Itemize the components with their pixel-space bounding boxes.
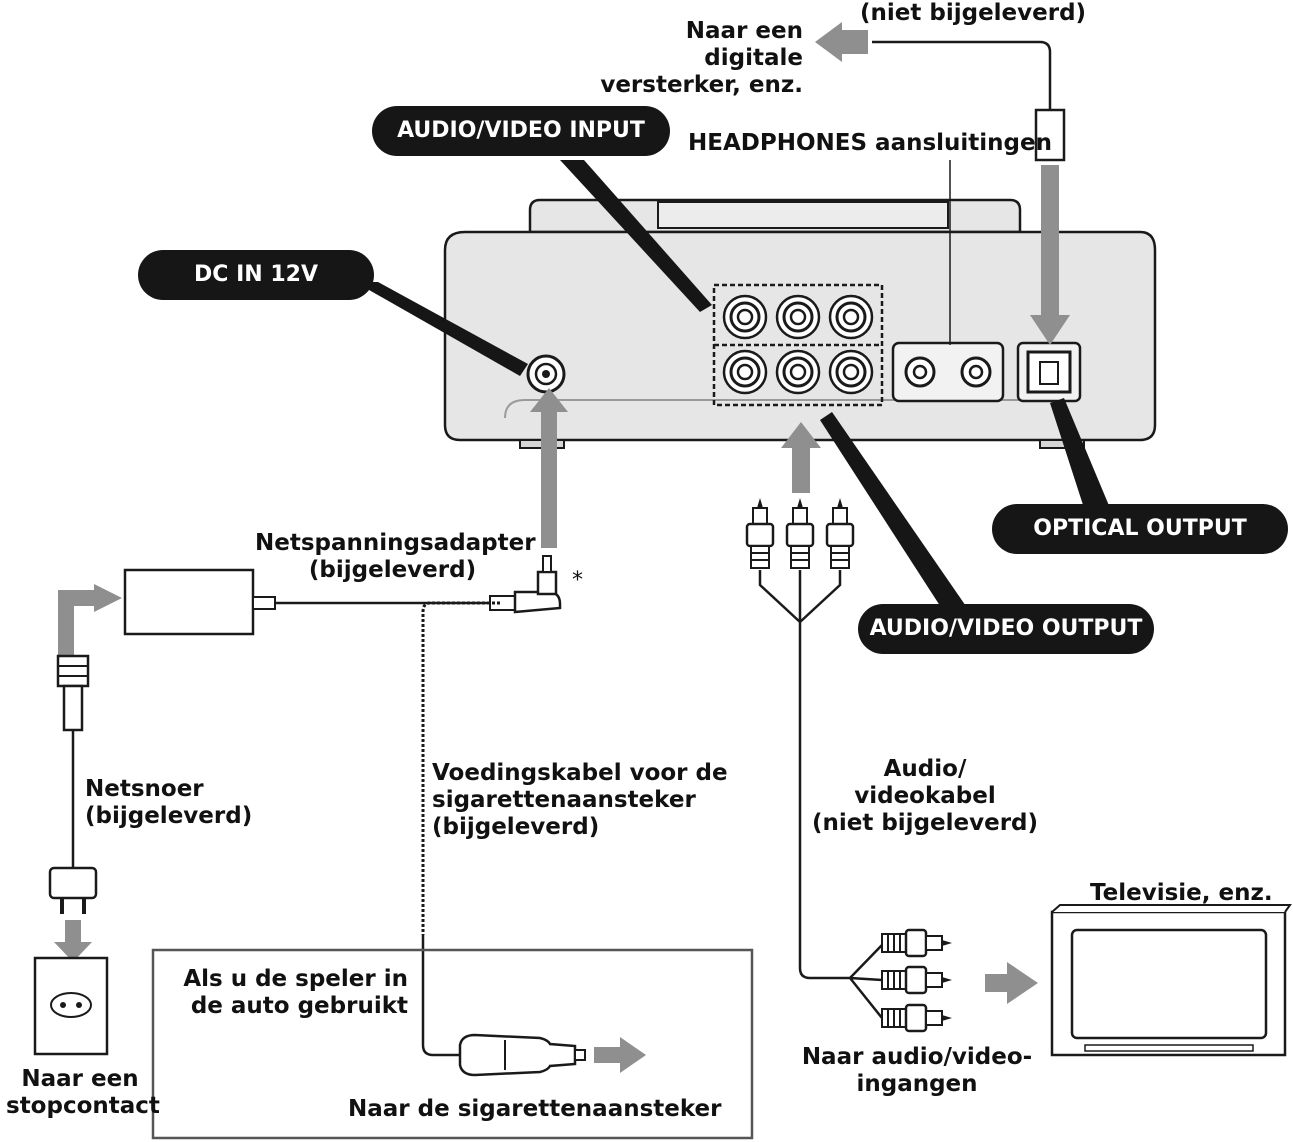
television-label: Televisie, enz. (1090, 880, 1273, 906)
car-use-label: Als u de speler in de auto gebruikt (183, 966, 408, 1019)
dc-in-label: DC IN 12V (138, 250, 374, 300)
dc-in-arrow (530, 388, 568, 548)
optical-cable (815, 22, 1070, 345)
audio-video-input-label: AUDIO/VIDEO INPUT (372, 106, 670, 156)
headphones-jack-panel (891, 341, 1005, 403)
ac-adapter (123, 555, 562, 636)
optical-output-port (1016, 341, 1082, 403)
audio-video-output-label: AUDIO/VIDEO OUTPUT (858, 604, 1154, 654)
car-power-cord (421, 601, 500, 1057)
power-cord (48, 584, 122, 962)
car-cord-label: Voedingskabel voor de sigarettenaansteke… (432, 760, 728, 840)
cigarette-lighter-plug (458, 1033, 646, 1077)
ac-adapter-label: Netspanningsadapter (bijgeleverd) (255, 530, 536, 583)
av-cable-label: Audio/ videokabel (niet bijgeleverd) (811, 756, 1039, 836)
av-output-arrow (781, 422, 821, 493)
headphones-jacks-label: HEADPHONES aansluitingen (688, 130, 1052, 156)
optical-cable-note: (niet bijgeleverd) (860, 0, 1087, 26)
to-digital-amp-label: Naar een digitale versterker, enz. (600, 18, 803, 98)
power-cord-label: Netsnoer (bijgeleverd) (85, 776, 253, 829)
leader-lines (355, 160, 1110, 612)
to-av-inputs-label: Naar audio/video- ingangen (801, 1044, 1033, 1097)
av-cable (745, 496, 1038, 1033)
dc-in-jack (526, 354, 566, 394)
to-wall-outlet-label: Naar een stopcontact (6, 1066, 160, 1119)
car-use-box (151, 948, 754, 1140)
to-cigarette-lighter-label: Naar de sigarettenaansteker (348, 1096, 722, 1122)
wall-outlet (33, 956, 109, 1056)
av-jack-panel (712, 283, 884, 407)
asterisk-mark: * (572, 568, 583, 593)
television (1050, 904, 1292, 1057)
optical-output-label: OPTICAL OUTPUT (992, 504, 1288, 554)
